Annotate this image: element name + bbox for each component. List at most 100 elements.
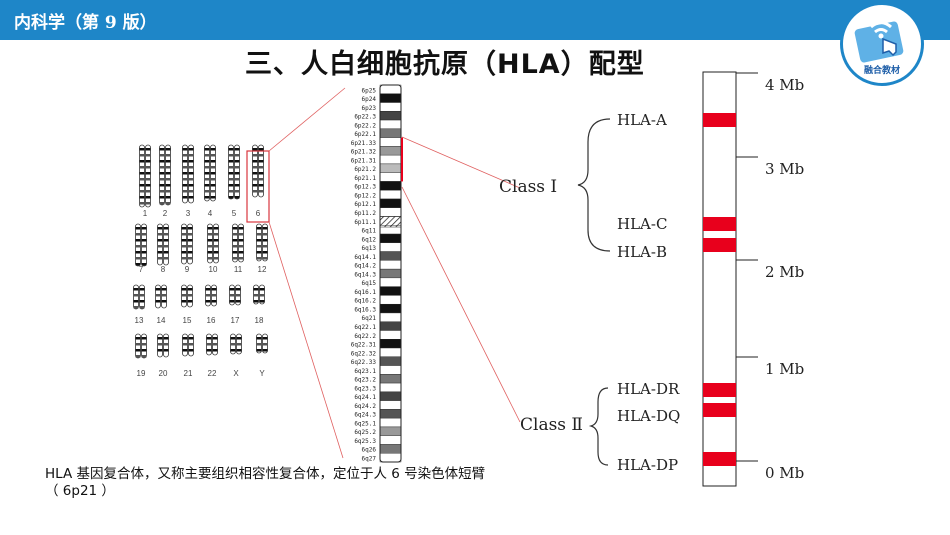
band-label: 6q24.2 [354, 403, 376, 410]
class1-label: Class Ⅰ [499, 177, 557, 197]
chromosome-15: 15 [181, 284, 193, 325]
chromosome-21: 21 [182, 333, 194, 378]
band-hla-a [703, 113, 736, 127]
band-label: 6p21.32 [351, 149, 377, 156]
band-label: 6p12.2 [354, 192, 376, 199]
ideogram-band [379, 365, 402, 375]
chromosome-2: 2 [159, 144, 171, 218]
scale-label: 1 Mb [765, 360, 804, 378]
scale-label: 2 Mb [765, 263, 804, 281]
band-label: 6q25.3 [354, 438, 376, 445]
band-label: 6q14.2 [354, 263, 376, 270]
band-label: 6p12.3 [354, 184, 376, 191]
chromosome-17: 17 [229, 284, 241, 325]
chromosome-20: 20 [157, 333, 169, 378]
gene-label-hla-b: HLA-B [617, 243, 667, 261]
band-label: 6q22.32 [351, 350, 377, 357]
chromosome-number-label: 16 [207, 316, 216, 325]
ideogram-band [379, 146, 402, 156]
class1-brace [577, 118, 611, 252]
book-title: 内科学（第 9 版） [14, 13, 157, 33]
zoom-line-hla-bottom [401, 186, 521, 423]
band-label: 6p21.2 [354, 166, 376, 173]
ideogram-band [379, 268, 402, 279]
band-label: 6p25 [362, 87, 377, 94]
chromosome-number-label: 18 [255, 316, 264, 325]
chromosome-number-label: 12 [258, 265, 267, 274]
ideogram-band [379, 409, 402, 419]
band-label: 6q21 [362, 315, 377, 322]
class2-label: Class Ⅱ [520, 415, 583, 435]
band-label: 6q11 [362, 228, 377, 235]
ideogram-band [379, 374, 402, 384]
ideogram-band [379, 295, 402, 305]
chromosome-number-label: 2 [163, 209, 168, 218]
ideogram-band [379, 84, 402, 94]
hand-touch-icon [854, 21, 904, 63]
band-label: 6p23 [362, 105, 377, 112]
chromosome-5: 5 [228, 144, 240, 218]
chromosome-6-highlight-box [246, 150, 270, 223]
chromosome-6-ideogram: 6p256p246p236p22.36p22.26p22.16p21.336p2… [351, 84, 403, 463]
ideogram-band [379, 198, 402, 208]
band-label: 6q12 [362, 236, 377, 243]
gene-label-hla-a: HLA-A [617, 111, 667, 129]
chromosome-13: 13 [133, 284, 145, 325]
ideogram-band [379, 207, 402, 217]
ideogram-band [379, 119, 402, 130]
band-hla-c [703, 217, 736, 231]
band-hla-dp [703, 452, 736, 466]
hla-gene-bands [703, 113, 736, 466]
chromosome-number-label: 8 [161, 265, 166, 274]
gene-label-hla-dr: HLA-DR [617, 380, 680, 398]
ideogram-band [379, 260, 402, 270]
zoom-line-top [268, 87, 346, 152]
ideogram-band [379, 181, 402, 191]
gene-label-hla-dp: HLA-DP [617, 456, 678, 474]
chromosome-number-label: 7 [139, 265, 144, 274]
band-label: 6q23.3 [354, 385, 376, 392]
ideogram-band [379, 233, 402, 244]
ideogram-band [379, 251, 402, 261]
band-label: 6q14.1 [354, 254, 376, 261]
chromosome-number-label: 19 [137, 369, 146, 378]
chromosome-10: 10 [207, 223, 219, 274]
class2-brace [588, 387, 609, 466]
gene-label-hla-dq: HLA-DQ [617, 407, 680, 425]
ideogram-outline [379, 84, 402, 463]
band-label: 6q25.1 [354, 420, 376, 427]
ideogram-band [379, 417, 402, 428]
ideogram-band [379, 190, 402, 200]
ideogram-band [379, 242, 402, 252]
chromosome-number-label: 11 [234, 265, 243, 274]
band-label: 6p21.1 [354, 175, 376, 182]
band-label: 6p21.31 [351, 157, 377, 164]
chromosome-number-label: 13 [135, 316, 144, 325]
mb-scale: 4 Mb3 Mb2 Mb1 Mb0 Mb [736, 72, 804, 482]
ideogram-band [379, 453, 402, 463]
chromosome-number-label: 17 [231, 316, 240, 325]
chromosome-number-label: 1 [143, 209, 148, 218]
band-label: 6q24.3 [354, 412, 376, 419]
band-label: 6q26 [362, 447, 377, 454]
scale-label: 3 Mb [765, 160, 804, 178]
ideogram-band [379, 172, 402, 182]
ideogram-band [379, 391, 402, 401]
publisher-logo: 融合教材 [840, 2, 924, 86]
zoom-line-hla-top [401, 136, 521, 189]
chromosome-22: 22 [206, 333, 218, 378]
chromosome-1: 1 [139, 144, 151, 218]
chromosome-number-label: 15 [183, 316, 192, 325]
chromosome-9: 9 [181, 223, 193, 274]
chromosome-12: 12 [256, 223, 268, 274]
band-label: 6q24.1 [354, 394, 376, 401]
chromosome-number-label: 22 [208, 369, 217, 378]
top-banner: 内科学（第 9 版） [0, 0, 950, 40]
chromosome-number-label: 4 [208, 209, 213, 218]
band-label: 6q16.2 [354, 298, 376, 305]
chromosome-4: 4 [204, 144, 216, 218]
chromosome-number-label: 21 [184, 369, 193, 378]
zoom-line-bottom [268, 221, 344, 459]
chromosome-number-label: 3 [186, 209, 191, 218]
chromosome-number-label: 9 [185, 265, 190, 274]
